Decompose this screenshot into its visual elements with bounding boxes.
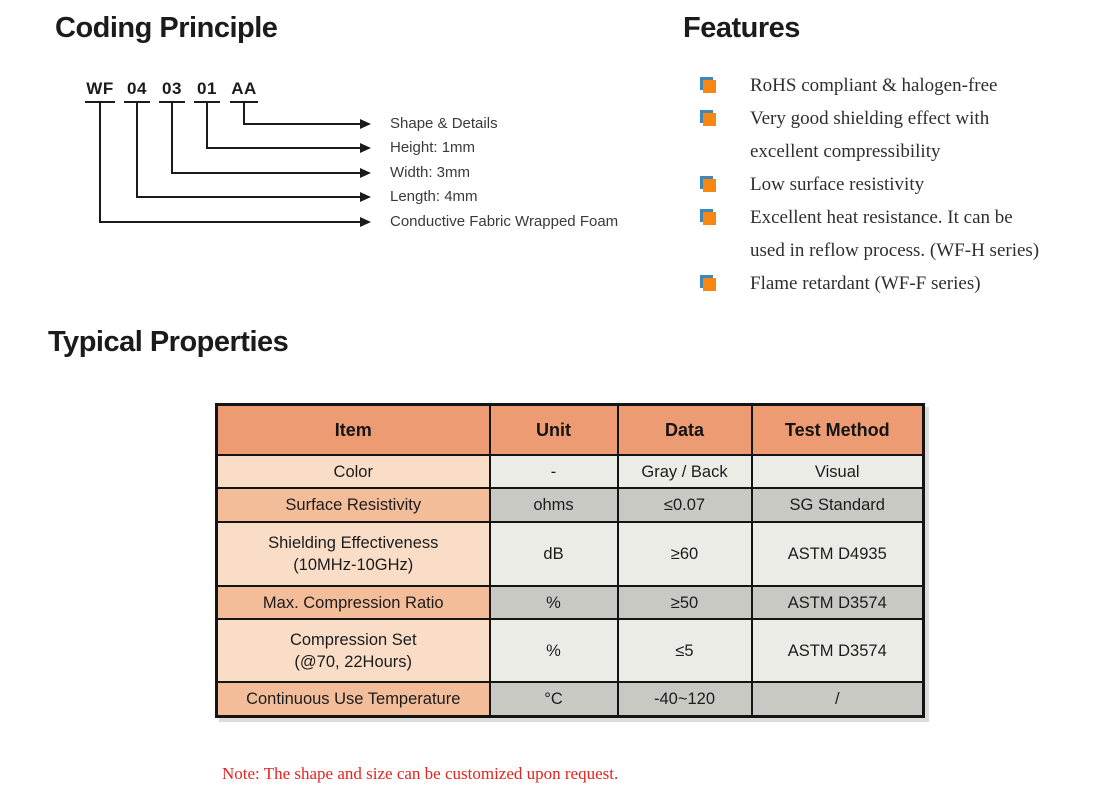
cell-method: ASTM D3574 [750,585,925,620]
diagram-label: Width: 3mm [390,164,471,181]
cell-unit: ohms [488,487,619,523]
square-bullet-icon [700,275,717,292]
diagram-connector-horizontal [171,172,360,174]
cell-data: -40~120 [616,681,753,717]
feature-text: Very good shielding effect with excellen… [750,108,990,162]
cell-method: ASTM D4935 [750,521,925,587]
cell-item: Max. Compression Ratio [215,585,491,620]
code-segment: AA [230,79,258,103]
cell-data: Gray / Back [616,454,753,489]
code-segment: WF [85,79,115,103]
square-bullet-icon [700,176,717,193]
features-title: Features [683,12,800,44]
diagram-connector-vertical [206,101,208,149]
code-segment: 03 [159,79,185,103]
diagram-connector-vertical [243,101,245,125]
code-segment: 04 [124,79,150,103]
coding-principle-title: Coding Principle [55,12,278,44]
cell-item: Shielding Effectiveness (10MHz-10GHz) [215,521,491,587]
arrow-right-icon [360,119,371,129]
cell-unit: % [488,618,619,683]
code-segment: 01 [194,79,220,103]
feature-text: Flame retardant (WF-F series) [750,273,981,294]
feature-text: RoHS compliant & halogen-free [750,75,998,96]
cell-item: Continuous Use Temperature [215,681,491,717]
typical-properties-title: Typical Properties [48,326,289,358]
diagram-label: Conductive Fabric Wrapped Foam [390,213,619,230]
cell-item: Color [215,454,491,489]
diagram-label: Shape & Details [390,115,498,132]
arrow-right-icon [360,143,371,153]
cell-method: ASTM D3574 [750,618,925,683]
diagram-connector-horizontal [136,196,360,198]
customization-note: Note: The shape and size can be customiz… [222,764,619,783]
cell-unit: dB [488,521,619,587]
column-header: Data [616,403,753,456]
cell-data: ≥50 [616,585,753,620]
arrow-right-icon [360,192,371,202]
column-header: Unit [488,403,619,456]
feature-item: Very good shielding effect with excellen… [700,102,1100,168]
arrow-right-icon [360,168,371,178]
diagram-connector-horizontal [206,147,360,149]
diagram-connector-vertical [171,101,173,174]
feature-item: Excellent heat resistance. It can be use… [700,201,1100,267]
feature-text: Excellent heat resistance. It can be use… [750,207,1040,261]
square-bullet-icon [700,110,717,127]
cell-unit: °C [488,681,619,717]
diagram-label: Length: 4mm [390,188,478,205]
arrow-right-icon [360,217,371,227]
diagram-label: Height: 1mm [390,139,476,156]
square-bullet-icon [700,209,717,226]
feature-item: Flame retardant (WF-F series) [700,267,1100,300]
cell-item: Compression Set (@70, 22Hours) [215,618,491,683]
cell-method: Visual [750,454,925,489]
cell-data: ≤5 [616,618,753,683]
cell-method: SG Standard [750,487,925,523]
feature-item: Low surface resistivity [700,168,1100,201]
feature-text: Low surface resistivity [750,174,925,195]
diagram-connector-vertical [99,101,101,223]
diagram-connector-vertical [136,101,138,198]
cell-method: / [750,681,925,717]
column-header: Item [215,403,491,456]
cell-data: ≤0.07 [616,487,753,523]
diagram-connector-horizontal [243,123,360,125]
cell-item: Surface Resistivity [215,487,491,523]
cell-unit: - [488,454,619,489]
cell-unit: % [488,585,619,620]
cell-data: ≥60 [616,521,753,587]
column-header: Test Method [750,403,925,456]
feature-item: RoHS compliant & halogen-free [700,69,1100,102]
diagram-connector-horizontal [99,221,360,223]
square-bullet-icon [700,77,717,94]
table-row: Continuous Use Temperature°C-40~120/ [215,681,925,717]
table-row: Shielding Effectiveness (10MHz-10GHz)dB≥… [215,521,925,587]
